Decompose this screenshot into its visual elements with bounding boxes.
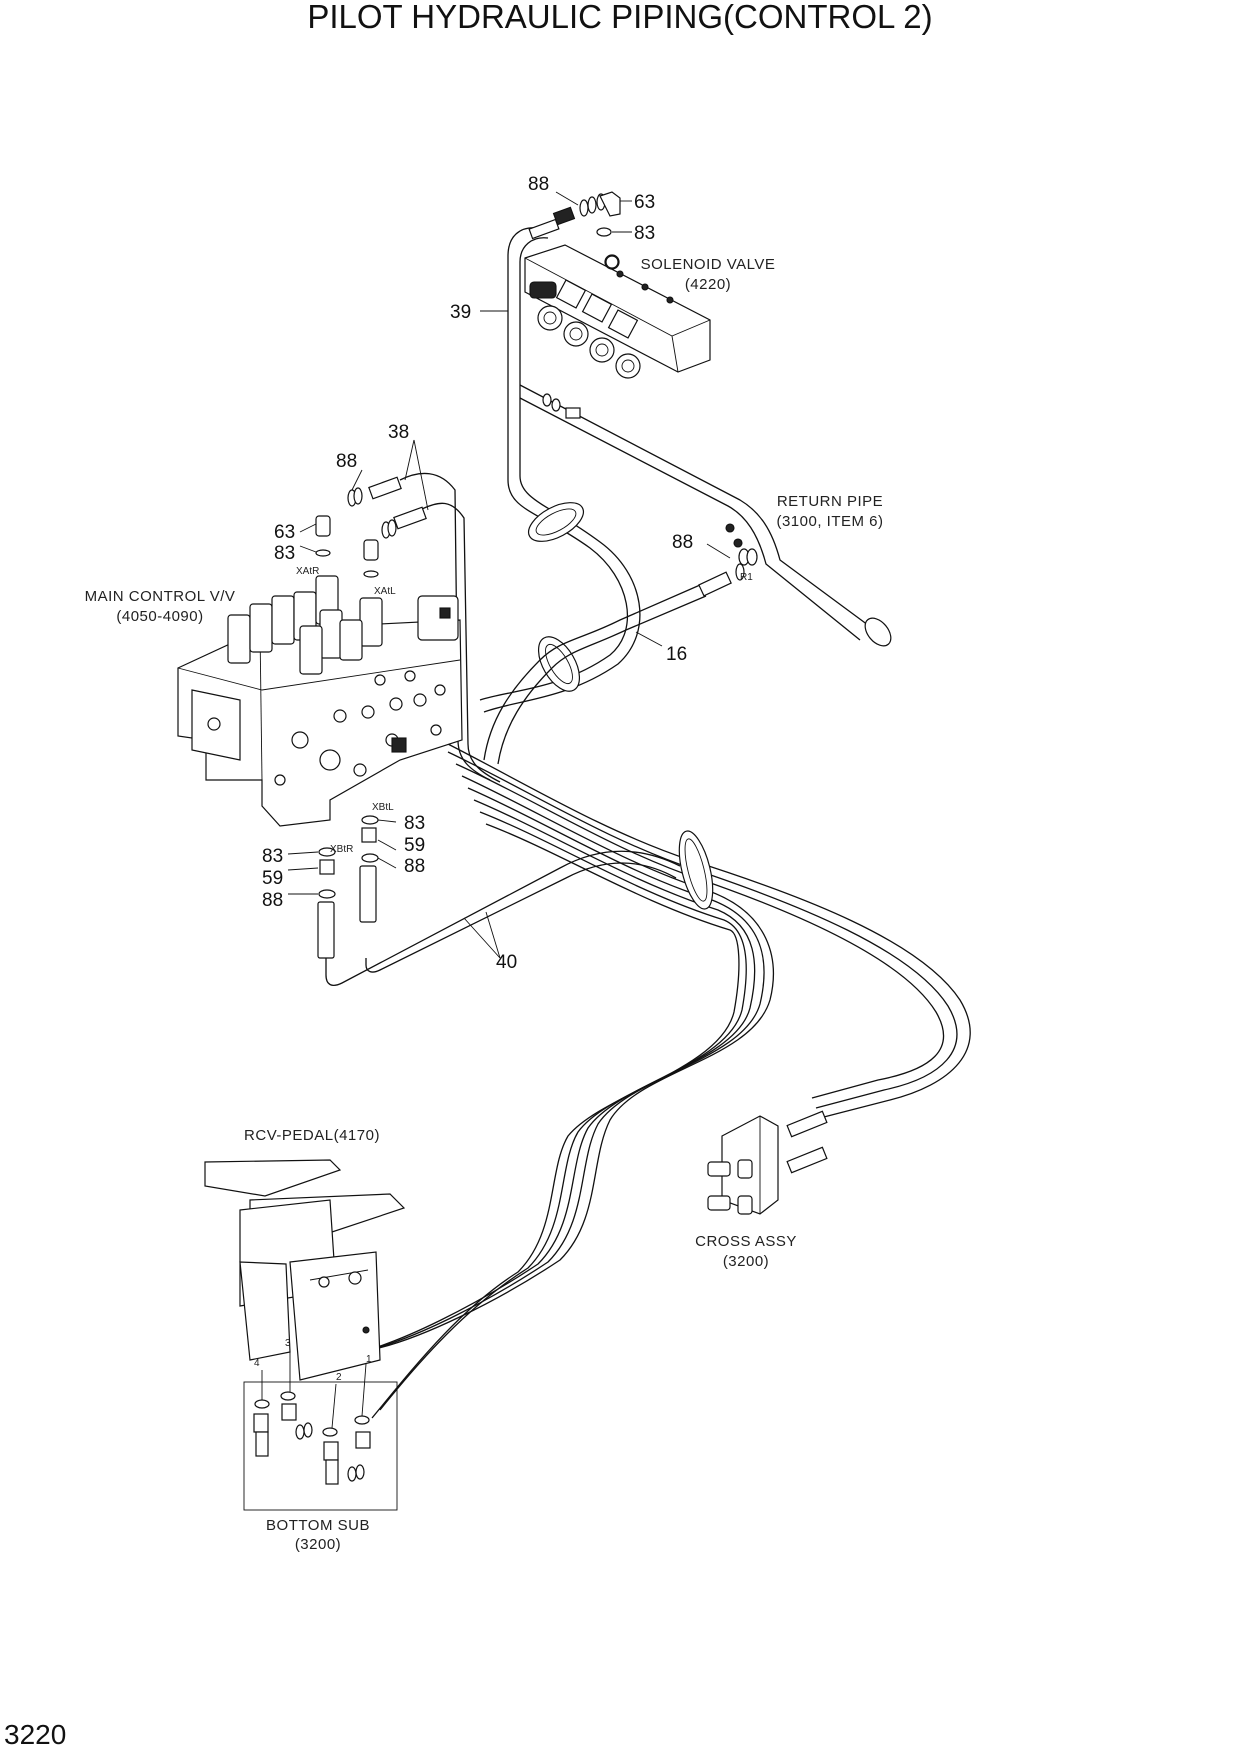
callout-mcv-83: 83 (274, 543, 295, 564)
callout-r-88: 88 (404, 856, 425, 877)
grommet-upper (527, 502, 585, 542)
callout-hose-16: 16 (666, 644, 687, 665)
pedal-port-1: 1 (366, 1354, 372, 1365)
callout-pipe-39: 39 (450, 302, 471, 323)
callout-mcv-38: 38 (388, 422, 409, 443)
callout-l-83: 83 (262, 846, 283, 867)
hose-16 (483, 563, 745, 765)
callout-l-88: 88 (262, 890, 283, 911)
label-main-control-valve-ref: (4050-4090) (116, 608, 203, 625)
callout-r-83: 83 (404, 813, 425, 834)
callout-ret-88: 88 (672, 532, 693, 553)
callouts: 88 63 83 39 88 16 38 88 63 83 83 59 88 8… (262, 174, 693, 973)
solenoid-fittings (528, 191, 621, 269)
label-bottom-sub: BOTTOM SUB (266, 1517, 370, 1534)
port-xbtl: XBtL (372, 802, 394, 813)
callout-hose-40: 40 (496, 952, 517, 973)
pedal-port-2: 2 (336, 1372, 342, 1383)
label-bottom-sub-ref: (3200) (295, 1536, 341, 1553)
cross-assy (707, 1110, 828, 1215)
callout-mcv-63: 63 (274, 522, 295, 543)
rcv-pedal (204, 1159, 406, 1381)
page-title: PILOT HYDRAULIC PIPING(CONTROL 2) (307, 0, 932, 35)
return-pipe (519, 384, 892, 647)
pilot-line-bundle (351, 739, 971, 1419)
leader-lines (261, 191, 731, 1429)
component-labels: SOLENOID VALVE (4220) RETURN PIPE (3100,… (85, 256, 883, 1553)
label-return-pipe: RETURN PIPE (777, 493, 883, 510)
callout-r-59: 59 (404, 835, 425, 856)
callout-sol-63: 63 (634, 192, 655, 213)
callout-sol-88: 88 (528, 174, 549, 195)
label-solenoid-valve-ref: (4220) (685, 276, 731, 293)
grommet-middle (537, 636, 581, 692)
pedal-port-4: 4 (254, 1358, 260, 1369)
main-control-valve (177, 487, 463, 827)
callout-l-59: 59 (262, 868, 283, 889)
label-cross-assy: CROSS ASSY (695, 1233, 797, 1250)
callout-mcv-88: 88 (336, 451, 357, 472)
port-xbtr: XBtR (330, 844, 353, 855)
hose-40 (325, 850, 681, 986)
grommet-lower (678, 830, 714, 910)
port-xatl: XAtL (374, 586, 396, 597)
mcv-bottom-fittings (317, 815, 379, 959)
label-return-pipe-ref: (3100, ITEM 6) (776, 513, 883, 530)
port-xatr: XAtR (296, 566, 319, 577)
bottom-sub (243, 1381, 398, 1511)
label-cross-assy-ref: (3200) (723, 1253, 769, 1270)
port-r1: R1 (740, 572, 753, 583)
label-rcv-pedal: RCV-PEDAL(4170) (244, 1127, 380, 1144)
label-solenoid-valve: SOLENOID VALVE (641, 256, 776, 273)
page-number: 3220 (4, 1719, 66, 1750)
pipe-38 (368, 472, 501, 783)
label-main-control-valve: MAIN CONTROL V/V (85, 588, 236, 605)
return-pipe-fittings (542, 393, 758, 566)
port-labels: XAtR XAtL XBtL XBtR R1 4 3 2 1 (254, 566, 753, 1383)
pedal-port-3: 3 (285, 1338, 291, 1349)
callout-sol-83: 83 (634, 223, 655, 244)
